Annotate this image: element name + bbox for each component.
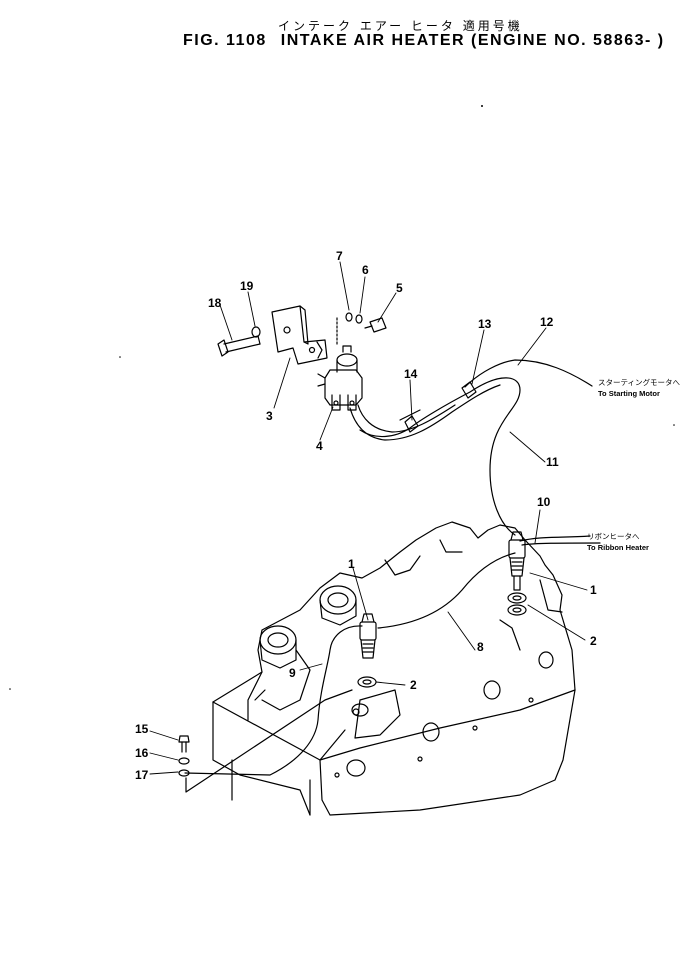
callout-9: 9 [289, 666, 296, 680]
figure-name: INTAKE AIR HEATER (ENGINE NO. 58863- ) [280, 32, 665, 49]
dest-ribbon-heater-en: To Ribbon Heater [587, 543, 649, 552]
bolt-15 [178, 735, 190, 753]
callout-15: 15 [135, 722, 149, 736]
callout-7: 7 [336, 249, 343, 263]
wiring-harness [184, 359, 601, 776]
figure-number: FIG. 1108 [183, 32, 267, 49]
callout-1-left: 1 [348, 557, 355, 571]
callout-2-right: 2 [590, 634, 597, 648]
callout-11: 11 [546, 455, 559, 469]
callout-2-left: 2 [410, 678, 417, 692]
callout-12: 12 [540, 315, 554, 329]
callout-19: 19 [240, 279, 254, 293]
callout-6: 6 [362, 263, 369, 277]
washer-7 [345, 312, 353, 322]
dest-starting-motor-jp: スターティングモータへ [598, 377, 681, 387]
heater-plug-left [351, 613, 377, 717]
callout-16: 16 [135, 746, 149, 760]
callout-13: 13 [478, 317, 492, 331]
scan-specks [9, 105, 675, 690]
leader-lines [149, 261, 588, 775]
english-title: FIG. 1108 INTAKE AIR HEATER (ENGINE NO. 5… [183, 32, 665, 50]
ground-assembly-line [185, 689, 353, 793]
callout-4: 4 [316, 439, 323, 453]
bolt-5 [364, 317, 387, 333]
dest-ribbon-heater-jp: リボンヒータへ [587, 532, 640, 541]
heater-relay [317, 345, 363, 411]
bolt-18 [217, 326, 261, 357]
japanese-title: インテーク エアー ヒータ 適用号機 [278, 19, 523, 33]
callout-3: 3 [266, 409, 273, 423]
callout-1-right: 1 [590, 583, 597, 597]
callout-18: 18 [208, 296, 222, 310]
callout-17: 17 [135, 768, 149, 782]
cylinder-head-block [212, 521, 576, 816]
washer-16 [178, 757, 190, 765]
washer-17 [178, 769, 190, 777]
mounting-bracket [271, 305, 328, 365]
washer-6 [355, 314, 363, 324]
callout-10: 10 [537, 495, 551, 509]
dest-starting-motor-en: To Starting Motor [598, 389, 660, 398]
heater-plug-right [507, 531, 527, 616]
callout-14: 14 [404, 367, 418, 381]
figure-header: インテーク エアー ヒータ 適用号機 FIG. 1108 INTAKE AIR H… [0, 0, 682, 60]
callout-5: 5 [396, 281, 403, 295]
callout-8: 8 [477, 640, 484, 654]
